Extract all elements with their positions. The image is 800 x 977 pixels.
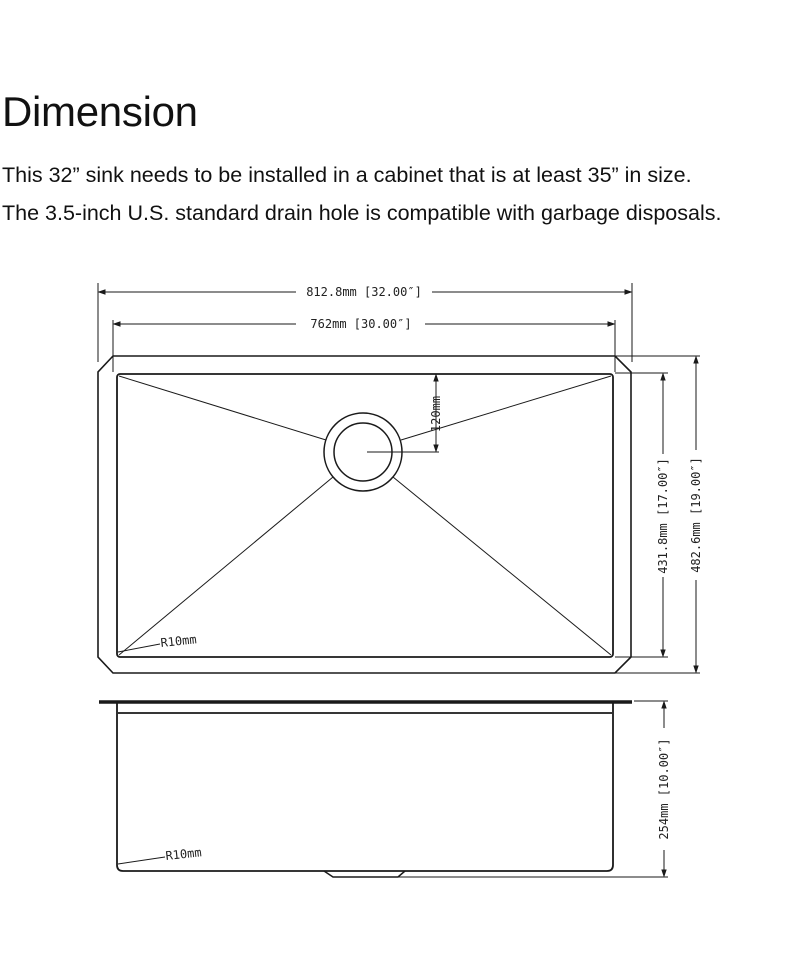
inner-width-dimension: [112, 320, 616, 372]
overall-depth-label: 482.6mm [19.00″]: [689, 457, 703, 573]
cabinet-size-note: This 32” sink needs to be installed in a…: [2, 163, 692, 187]
drain-outlet: [323, 870, 406, 878]
side-view: [99, 700, 668, 878]
overall-width-label: 812.8mm [32.00″]: [306, 285, 422, 299]
sink-outer-flange: [97, 355, 632, 674]
page-title: Dimension: [2, 88, 198, 135]
height-dimension: [380, 700, 668, 878]
top-corner-radius-label: R10mm: [160, 632, 197, 650]
top-view: [97, 283, 700, 674]
bowl-profile: [116, 703, 614, 872]
overall-depth-dimension: [615, 355, 700, 674]
overall-width-dimension: [97, 283, 633, 362]
drain-offset-dimension: [367, 373, 439, 453]
drain-offset-label: 120mm: [429, 396, 443, 432]
height-label: 254mm [10.00″]: [657, 738, 671, 839]
side-corner-radius-label: R10mm: [165, 845, 202, 863]
sink-inner-bowl: [116, 373, 614, 658]
inner-width-label: 762mm [30.00″]: [310, 317, 411, 331]
drain-hole-note: The 3.5-inch U.S. standard drain hole is…: [2, 201, 722, 225]
inner-depth-label: 431.8mm [17.00″]: [656, 458, 670, 574]
inner-depth-dimension: [615, 372, 668, 658]
